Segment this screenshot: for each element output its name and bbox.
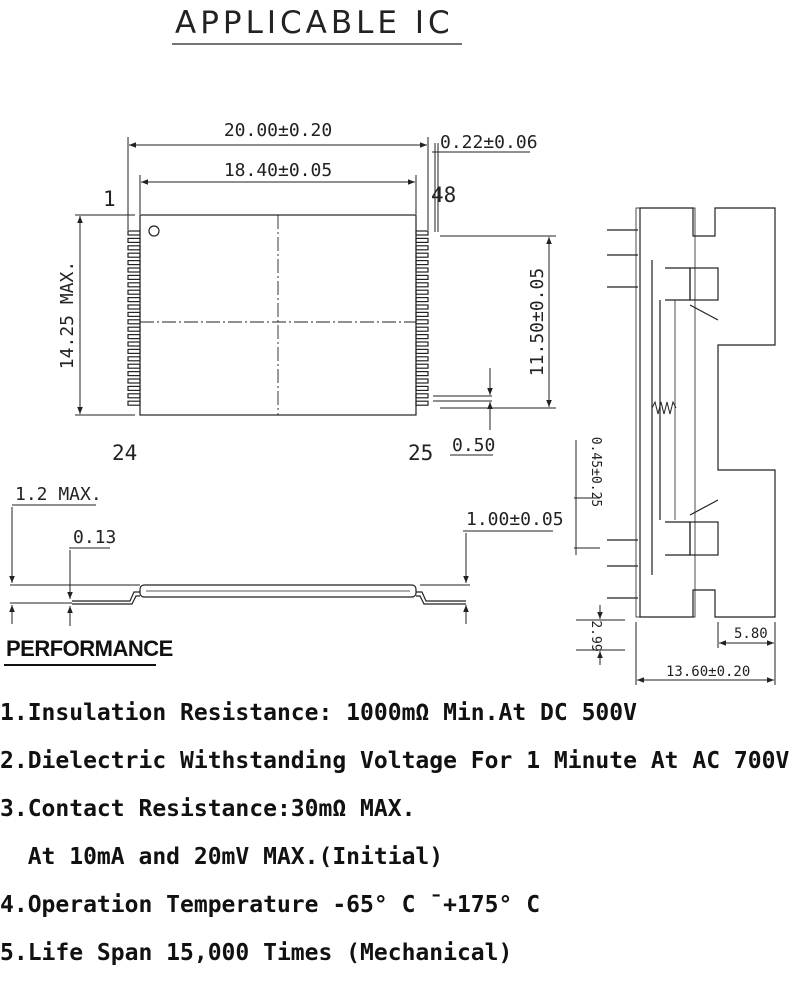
lead: [415, 304, 429, 310]
dim-width-body: 18.40±0.05: [224, 160, 332, 181]
lead: [415, 400, 429, 406]
socket-section-view: [607, 207, 776, 618]
spec-dielectric-voltage: 2.Dielectric Withstanding Voltage For 1 …: [0, 748, 790, 774]
dim-lead-width: 0.22±0.06: [440, 132, 538, 153]
pin-25-label: 25: [408, 441, 433, 465]
dim-side-height-max: 1.2 MAX.: [15, 484, 102, 505]
contact-spring: [651, 400, 677, 415]
ic-top-view: [127, 214, 429, 416]
dim-contact-offset: 0.45±0.25: [588, 437, 603, 507]
lead: [415, 356, 429, 362]
top-view-dimensions: [75, 137, 556, 456]
lead: [127, 230, 141, 236]
spec-operation-temperature: 4.Operation Temperature -65° C ¯+175° C: [0, 892, 541, 918]
spec-life-span: 5.Life Span 15,000 Times (Mechanical): [0, 940, 513, 966]
lead: [415, 252, 429, 258]
lead: [415, 311, 429, 317]
lead: [127, 348, 141, 354]
lead: [127, 341, 141, 347]
pin-1-label: 1: [103, 187, 116, 211]
lead: [127, 393, 141, 399]
lead: [415, 274, 429, 280]
lead: [415, 348, 429, 354]
lead: [127, 304, 141, 310]
spec-contact-resistance: 3.Contact Resistance:30mΩ MAX.: [0, 796, 416, 822]
leads-left: [127, 230, 141, 406]
lead: [127, 260, 141, 266]
lead: [415, 237, 429, 243]
lead: [127, 400, 141, 406]
side-body: [139, 584, 417, 598]
leads-right: [415, 230, 429, 406]
lead: [127, 319, 141, 325]
lead: [127, 297, 141, 303]
lead: [415, 297, 429, 303]
lead: [415, 341, 429, 347]
lead: [415, 371, 429, 377]
lead: [127, 326, 141, 332]
lead: [127, 334, 141, 340]
lead: [127, 311, 141, 317]
lead: [127, 371, 141, 377]
spec-insulation-resistance: 1.Insulation Resistance: 1000mΩ Min.At D…: [0, 700, 637, 726]
dim-height-leads: 11.50±0.05: [527, 268, 548, 376]
ic-side-view: [72, 584, 466, 605]
lead: [127, 282, 141, 288]
pin1-marker: [148, 225, 160, 237]
dim-lead-thickness: 0.13: [73, 527, 116, 548]
dim-total-width: 13.60±0.20: [666, 664, 750, 680]
lead: [415, 289, 429, 295]
performance-title-rule: [4, 664, 156, 666]
lead: [415, 363, 429, 369]
lead: [127, 385, 141, 391]
dim-base-width: 5.80: [734, 626, 768, 642]
lead: [127, 252, 141, 258]
dim-height-max: 14.25 MAX.: [57, 261, 78, 369]
dim-seating-height: 1.00±0.05: [466, 509, 564, 530]
performance-title: PERFORMANCE: [6, 636, 173, 661]
lead: [127, 267, 141, 273]
lead: [415, 245, 429, 251]
side-view-dimensions: [9, 504, 553, 626]
lead: [415, 393, 429, 399]
spec-contact-resistance-condition: At 10mA and 20mV MAX.(Initial): [0, 844, 444, 870]
lead: [127, 363, 141, 369]
lead: [415, 378, 429, 384]
dim-pin-length: 2.99: [588, 620, 603, 651]
lead: [127, 356, 141, 362]
socket-outline: [639, 207, 776, 618]
dim-width-overall: 20.00±0.20: [224, 120, 332, 141]
pin-24-label: 24: [112, 441, 137, 465]
socket-dimensions: [574, 440, 776, 685]
side-lead-right: [416, 591, 466, 602]
lead: [127, 378, 141, 384]
lead: [415, 267, 429, 273]
lead: [127, 237, 141, 243]
lead: [415, 319, 429, 325]
lead: [127, 274, 141, 280]
lead: [127, 289, 141, 295]
lead: [415, 260, 429, 266]
side-lead-left: [72, 591, 140, 602]
lead: [127, 245, 141, 251]
dim-pitch: 0.50: [452, 435, 495, 456]
lead: [415, 326, 429, 332]
lead: [415, 230, 429, 236]
lead: [415, 334, 429, 340]
lead: [415, 385, 429, 391]
pin-48-label: 48: [431, 183, 456, 207]
lead: [415, 282, 429, 288]
drawing-title: APPLICABLE IC: [175, 5, 454, 41]
